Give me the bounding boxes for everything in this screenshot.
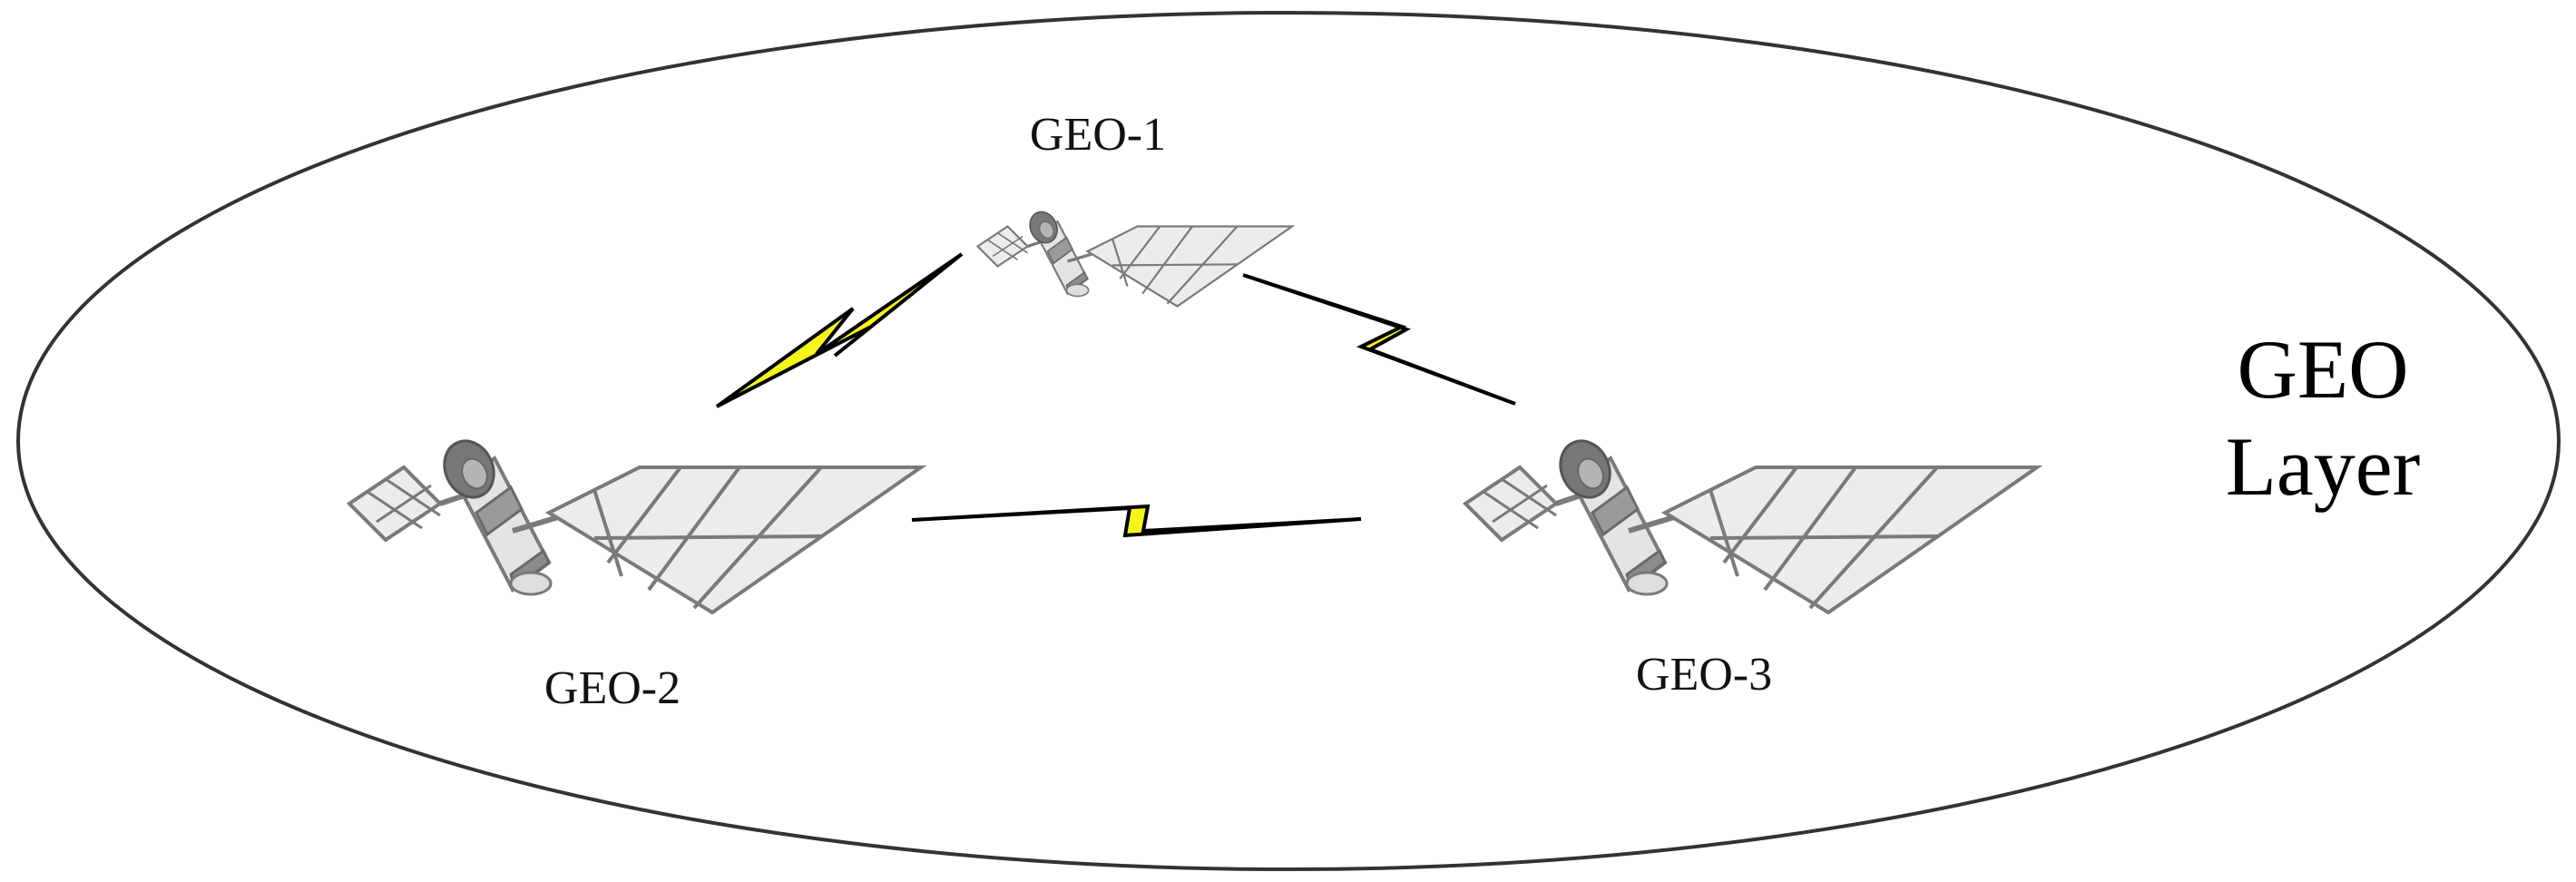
link-geo1-geo3	[1242, 273, 1516, 406]
link-geo1-geo2	[715, 252, 964, 408]
satellite-geo-1	[975, 205, 1294, 309]
satellite-geo-3	[1465, 433, 2037, 612]
layer-label-line1: GEO	[2237, 323, 2408, 416]
satellite-geo-2	[349, 433, 921, 612]
geo-orbit-ellipse	[16, 11, 2561, 871]
satellite-label-geo-3: GEO-3	[1636, 649, 1772, 701]
link-geo2-geo3	[911, 504, 1362, 538]
satellite-label-geo-2: GEO-2	[544, 662, 681, 714]
satellite-label-geo-1: GEO-1	[1030, 109, 1166, 161]
layer-label-line2: Layer	[2226, 420, 2421, 513]
